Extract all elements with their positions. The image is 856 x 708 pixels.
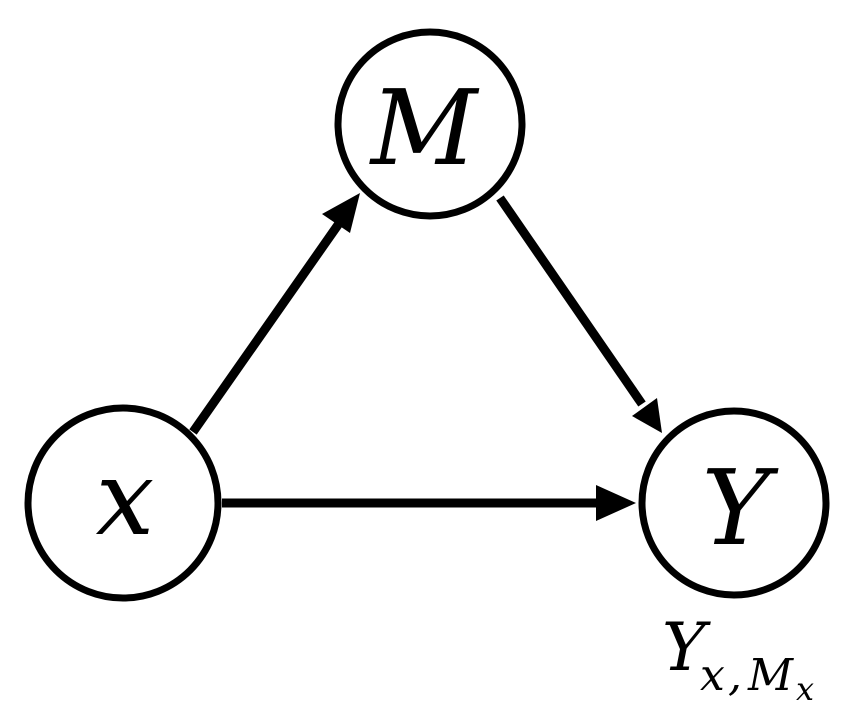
caption-sub-comma: , [728, 650, 742, 701]
caption-main: Y [662, 609, 711, 686]
edge-x-to-m [189, 193, 360, 435]
edges [189, 193, 662, 521]
node-x-label: x [96, 437, 155, 559]
node-x: x [24, 404, 222, 602]
edge-x-to-y [222, 485, 636, 521]
node-y: Y [638, 407, 830, 599]
node-m-label: M [369, 67, 480, 189]
arrowhead-x-to-m [322, 193, 360, 233]
caption-sub-x: x [700, 650, 725, 701]
edge-m-to-y [496, 195, 662, 433]
caption-sub-m-subscript: x [796, 670, 814, 708]
node-m: M [334, 28, 526, 220]
node-y-caption: Y x , M x [662, 609, 814, 708]
arrowhead-m-to-y [632, 398, 662, 433]
node-y-label: Y [702, 447, 779, 569]
caption-sub-m: M [747, 650, 794, 701]
arrowhead-x-to-y [596, 485, 636, 521]
